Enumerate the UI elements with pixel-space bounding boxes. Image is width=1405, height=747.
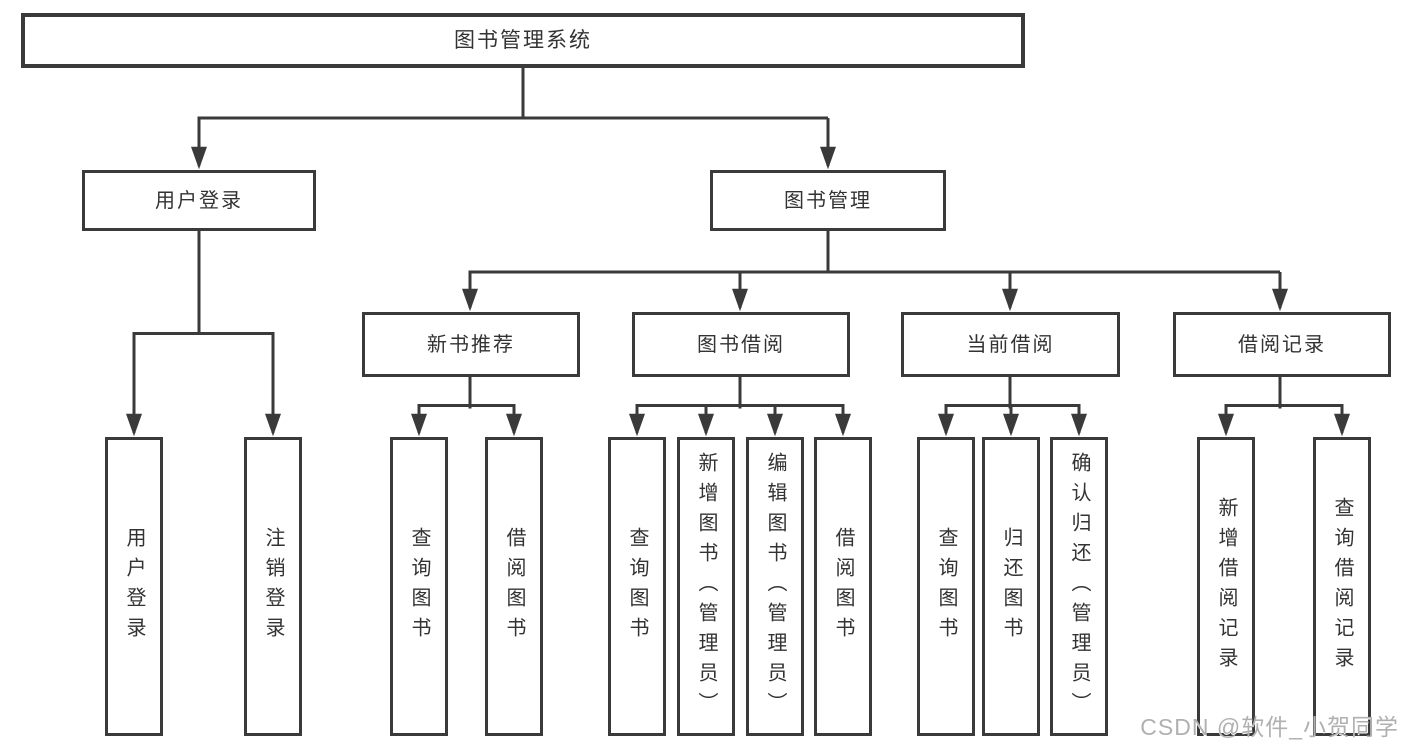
- node-label: 查询图书: [935, 526, 957, 647]
- node-rec-query-books: 查询图书: [390, 437, 448, 736]
- node-label: 图书管理: [784, 189, 872, 212]
- watermark: CSDN @软件_小贺同学: [1140, 714, 1399, 740]
- node-label: 新书推荐: [427, 333, 515, 356]
- node-label: 查询借阅记录: [1331, 496, 1353, 677]
- node-records-query-borrow-record: 查询借阅记录: [1313, 437, 1371, 736]
- node-current-borrowing: 当前借阅: [901, 312, 1120, 377]
- node-borrow-query-books: 查询图书: [608, 437, 666, 736]
- node-library-management-system: 图书管理系统: [21, 13, 1025, 68]
- node-label: 当前借阅: [966, 333, 1055, 356]
- node-label: 用户登录: [155, 189, 243, 212]
- node-label: 编辑图书（管理员）: [764, 451, 786, 722]
- node-current-query-books: 查询图书: [917, 437, 975, 736]
- node-label: 新增借阅记录: [1215, 496, 1237, 677]
- node-label: 用户登录: [123, 526, 145, 647]
- node-login-user-login: 用户登录: [105, 437, 163, 736]
- node-borrow-borrow-books: 借阅图书: [814, 437, 872, 736]
- node-current-confirm-return-admin: 确认归还（管理员）: [1050, 437, 1108, 736]
- node-label: 借阅图书: [832, 526, 854, 647]
- node-label: 确认归还（管理员）: [1068, 451, 1090, 722]
- node-label: 查询图书: [408, 526, 430, 647]
- node-user-login: 用户登录: [82, 170, 316, 231]
- node-label: 借阅记录: [1238, 333, 1326, 356]
- node-label: 图书借阅: [697, 333, 785, 356]
- node-new-book-recommendation: 新书推荐: [362, 312, 580, 377]
- node-label: 图书管理系统: [454, 28, 592, 52]
- node-label: 借阅图书: [503, 526, 525, 647]
- node-current-return-books: 归还图书: [982, 437, 1040, 736]
- node-book-management: 图书管理: [710, 170, 946, 231]
- node-label: 新增图书（管理员）: [695, 451, 717, 722]
- node-label: 注销登录: [262, 526, 284, 647]
- node-book-borrowing: 图书借阅: [632, 312, 850, 377]
- node-records-add-borrow-record: 新增借阅记录: [1197, 437, 1255, 736]
- node-login-logout: 注销登录: [244, 437, 302, 736]
- node-borrow-edit-books-admin: 编辑图书（管理员）: [746, 437, 804, 736]
- node-rec-borrow-books: 借阅图书: [485, 437, 543, 736]
- node-borrow-add-books-admin: 新增图书（管理员）: [677, 437, 735, 736]
- node-label: 归还图书: [1000, 526, 1022, 647]
- node-label: 查询图书: [626, 526, 648, 647]
- node-borrowing-records: 借阅记录: [1173, 312, 1391, 377]
